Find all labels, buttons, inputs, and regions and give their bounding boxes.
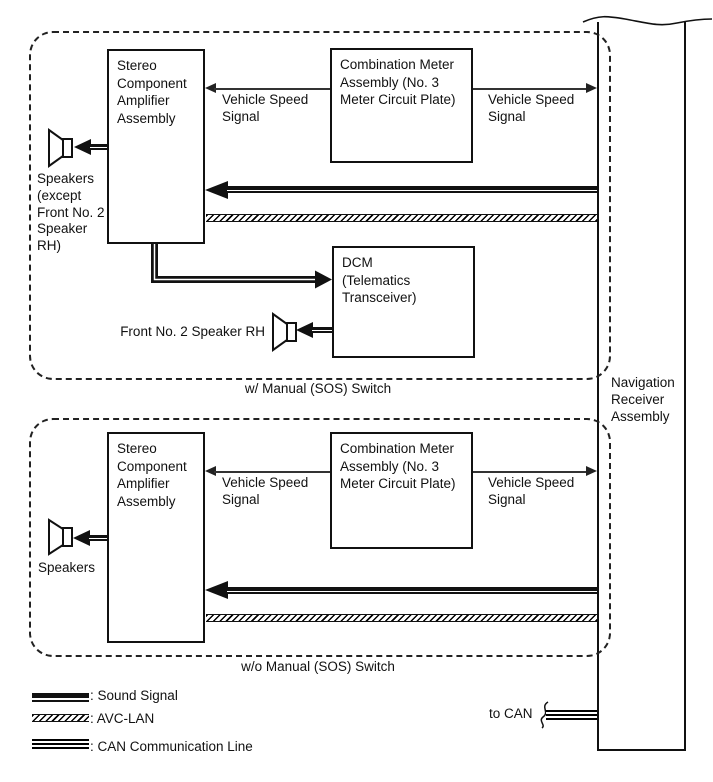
amplifier-box-sos: Stereo Component Amplifier Assembly xyxy=(107,49,205,244)
break-wave-icon xyxy=(582,15,713,26)
dcm-box: DCM (Telematics Transceiver) xyxy=(332,246,475,358)
vehicle-speed-arrowhead xyxy=(586,83,597,93)
vehicle-speed-arrowhead xyxy=(586,466,597,476)
to-can-label: to CAN xyxy=(489,706,533,721)
vehicle-speed-line xyxy=(473,88,588,90)
front-speaker-icon xyxy=(272,312,297,352)
can-communication-line xyxy=(546,710,597,720)
avc-lan-line xyxy=(206,214,597,222)
sound-arrowhead xyxy=(74,139,91,155)
vehicle-speed-arrowhead xyxy=(205,466,216,476)
combination-meter-box-no-sos: Combination Meter Assembly (No. 3 Meter … xyxy=(330,432,473,549)
amplifier-box-no-sos: Stereo Component Amplifier Assembly xyxy=(107,432,205,643)
sound-arrowhead xyxy=(296,322,313,338)
vehicle-speed-line xyxy=(473,471,588,473)
speakers-except-label: Speakers (except Front No. 2 Speaker RH) xyxy=(37,171,105,254)
front-speaker-label: Front No. 2 Speaker RH xyxy=(120,324,265,339)
sound-arrow-to-speakers xyxy=(90,144,107,150)
speaker-icon xyxy=(48,518,73,556)
vehicle-speed-arrowhead xyxy=(205,83,216,93)
vehicle-speed-label: Vehicle Speed Signal xyxy=(222,92,309,124)
combination-meter-box-sos: Combination Meter Assembly (No. 3 Meter … xyxy=(330,48,473,163)
group-with-sos-switch xyxy=(29,31,611,380)
legend-can-label: : CAN Communication Line xyxy=(90,739,253,754)
vehicle-speed-label: Vehicle Speed Signal xyxy=(222,475,309,507)
sound-arrow-to-speakers xyxy=(89,535,107,541)
legend-avc-lan-label: : AVC-LAN xyxy=(90,711,155,726)
legend-sound-signal-label: : Sound Signal xyxy=(90,688,178,703)
vehicle-speed-line xyxy=(214,88,330,90)
vehicle-speed-line xyxy=(214,471,330,473)
group-without-sos-switch xyxy=(29,418,611,657)
can-break-icon xyxy=(540,701,549,729)
vehicle-speed-label: Vehicle Speed Signal xyxy=(488,92,575,124)
sound-arrowhead xyxy=(73,530,90,546)
group-without-sos-caption: w/o Manual (SOS) Switch xyxy=(241,659,395,674)
group-with-sos-caption: w/ Manual (SOS) Switch xyxy=(244,381,392,396)
legend-avc-lan-swatch xyxy=(32,714,89,722)
sound-arrow-to-front-speaker xyxy=(312,327,332,333)
sound-signal-connector xyxy=(151,244,332,289)
legend-can-swatch xyxy=(32,739,89,749)
sound-signal-arrowhead xyxy=(205,181,228,199)
sound-signal-arrowhead xyxy=(205,581,228,599)
speaker-icon xyxy=(48,128,73,168)
vehicle-speed-label: Vehicle Speed Signal xyxy=(488,475,575,507)
navigation-receiver-label: Navigation Receiver Assembly xyxy=(611,375,675,424)
legend-sound-signal-swatch xyxy=(32,693,89,702)
navigation-receiver-box xyxy=(597,22,686,751)
sound-signal-line xyxy=(227,587,597,594)
avc-lan-line xyxy=(206,614,597,622)
speakers-label: Speakers xyxy=(38,560,96,575)
sound-signal-line xyxy=(227,186,597,193)
